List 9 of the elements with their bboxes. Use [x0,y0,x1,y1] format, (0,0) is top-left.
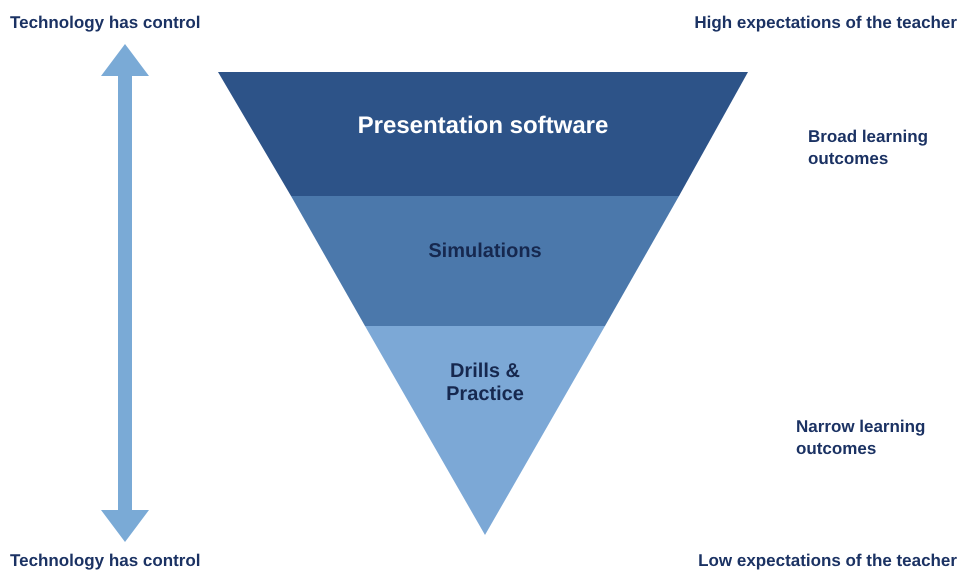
band-label: Presentation software [356,112,610,140]
band-label: Drills & Practice [445,360,525,406]
side-note: Technology has control [10,12,200,34]
side-note: Low expectations of the teacher [698,550,957,572]
side-note: Narrow learning outcomes [796,416,926,460]
side-note: High expectations of the teacher [694,12,957,34]
side-note: Technology has control [10,550,200,572]
side-note: Broad learning outcomes [808,126,929,170]
band-label: Simulations [427,240,543,263]
